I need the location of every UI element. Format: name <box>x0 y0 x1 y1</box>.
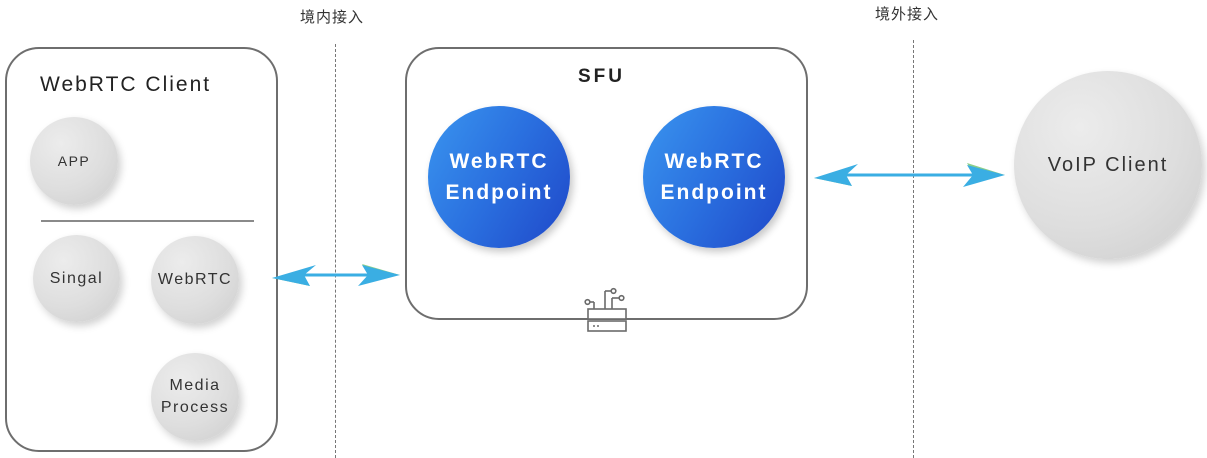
voip-client-node: VoIP Client <box>1014 71 1202 259</box>
client-sfu-arrow[interactable] <box>270 258 402 292</box>
arrow-head-right <box>963 165 1005 187</box>
webrtc-client-title: WebRTC Client <box>40 73 212 96</box>
arrow-head-left <box>814 164 858 186</box>
endpoint-right-line1: WebRTC <box>664 149 764 173</box>
webrtc-endpoint-right: WebRTC Endpoint <box>643 106 785 248</box>
endpoint-left-line2: Endpoint <box>445 181 553 204</box>
media-process-label-line1: Media <box>169 377 221 395</box>
overseas-access-label: 境外接入 <box>875 5 940 23</box>
endpoint-right-line2: Endpoint <box>660 181 768 204</box>
voip-client-label: VoIP Client <box>1047 153 1169 176</box>
media-process-label-line2: Process <box>160 399 230 416</box>
client-separator <box>41 220 254 222</box>
media-process-node: Media Process <box>151 353 239 441</box>
app-node-label: APP <box>57 152 91 169</box>
sfu-title: SFU <box>578 66 625 87</box>
arrow-head-right <box>358 265 400 286</box>
overseas-boundary-line <box>913 40 914 458</box>
endpoint-left-line1: WebRTC <box>449 149 549 173</box>
webrtc-endpoint-left: WebRTC Endpoint <box>428 106 570 248</box>
webrtc-node-label: WebRTC <box>157 271 233 289</box>
server-network-icon <box>584 287 627 332</box>
sfu-voip-arrow[interactable] <box>812 158 1008 192</box>
app-node: APP <box>30 117 118 205</box>
webrtc-node: WebRTC <box>151 236 239 324</box>
signal-node-label: Singal <box>49 269 104 287</box>
domestic-boundary-line <box>335 44 336 458</box>
arrow-head-left <box>272 265 316 286</box>
domestic-access-label: 境内接入 <box>300 8 365 26</box>
signal-node: Singal <box>33 235 120 322</box>
